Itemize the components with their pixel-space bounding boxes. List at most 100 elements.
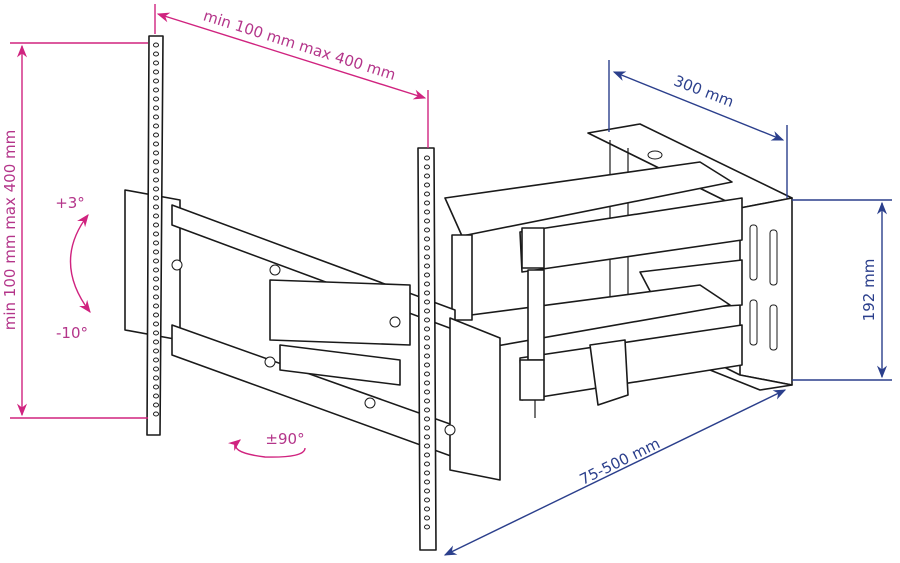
rail-hole	[424, 290, 430, 296]
rail-hole	[424, 182, 430, 188]
rail-hole	[424, 515, 430, 521]
rail-hole	[153, 393, 159, 399]
rail-hole	[153, 411, 159, 417]
rail-hole	[153, 357, 159, 363]
rail-hole	[424, 479, 430, 485]
vesa-width-label: min 100 mm max 400 mm	[201, 6, 398, 83]
rail-hole	[153, 231, 159, 237]
wall-plate-height-label: 192 mm	[860, 259, 878, 322]
rail-hole	[153, 168, 159, 174]
rail-hole	[424, 326, 430, 332]
dimension-wall-plate-height: 192 mm	[792, 199, 892, 381]
dimension-vesa-width: min 100 mm max 400 mm	[154, 4, 429, 148]
rail-hole	[424, 308, 430, 314]
rail-hole	[424, 173, 430, 179]
rail-hole	[424, 398, 430, 404]
rail-hole	[153, 375, 159, 381]
rail-hole	[424, 200, 430, 206]
tilt-up-label: +3°	[55, 194, 85, 212]
rail-hole	[153, 123, 159, 129]
rail-hole	[424, 254, 430, 260]
rail-hole	[424, 227, 430, 233]
rail-hole	[424, 299, 430, 305]
rail-hole	[424, 335, 430, 341]
rail-hole	[153, 159, 159, 165]
rail-hole	[153, 402, 159, 408]
rail-hole	[424, 434, 430, 440]
rail-hole	[424, 524, 430, 530]
rail-hole	[424, 218, 430, 224]
rail-hole	[424, 353, 430, 359]
rail-hole	[424, 470, 430, 476]
swivel-arrow-icon	[227, 439, 306, 458]
dimension-vesa-height: min 100 mm max 400 mm	[1, 42, 148, 419]
rail-hole	[424, 362, 430, 368]
rail-hole	[424, 245, 430, 251]
rail-hole	[153, 87, 159, 93]
rail-hole	[424, 488, 430, 494]
vertical-rail-right	[417, 147, 437, 551]
tilt-indicator: +3° -10°	[55, 194, 91, 342]
extension-label: 75-500 mm	[577, 434, 663, 488]
vesa-height-label: min 100 mm max 400 mm	[1, 130, 19, 331]
vertical-rail-left	[146, 35, 164, 436]
rail-hole	[153, 240, 159, 246]
articulating-arms	[444, 161, 743, 418]
rail-hole	[424, 209, 430, 215]
rail-hole	[153, 303, 159, 309]
rail-hole	[424, 452, 430, 458]
rail-hole	[153, 213, 159, 219]
rail-hole	[153, 348, 159, 354]
rail-hole	[153, 222, 159, 228]
rail-hole	[153, 150, 159, 156]
rail-hole	[424, 506, 430, 512]
tilt-down-label: -10°	[56, 324, 88, 342]
rail-hole	[424, 416, 430, 422]
rail-hole	[153, 321, 159, 327]
wall-plate-width-label: 300 mm	[671, 72, 736, 111]
rail-hole	[153, 285, 159, 291]
tilt-arrow-icon	[69, 213, 91, 314]
rail-hole	[424, 263, 430, 269]
rail-hole	[424, 272, 430, 278]
rail-hole	[424, 371, 430, 377]
rail-hole	[153, 204, 159, 210]
rail-hole	[153, 78, 159, 84]
rail-hole	[153, 267, 159, 273]
rail-hole	[153, 312, 159, 318]
rail-hole	[153, 294, 159, 300]
rail-hole	[153, 330, 159, 336]
rail-hole	[424, 281, 430, 287]
rail-hole	[424, 389, 430, 395]
rail-hole	[153, 96, 159, 102]
rail-hole	[424, 344, 430, 350]
rail-hole	[424, 461, 430, 467]
swivel-indicator: ±90°	[227, 430, 306, 458]
rail-hole	[153, 249, 159, 255]
tv-bracket-frame	[124, 189, 501, 481]
rail-hole	[424, 164, 430, 170]
rail-hole	[153, 195, 159, 201]
rail-hole	[153, 177, 159, 183]
rail-hole	[424, 317, 430, 323]
rail-hole	[424, 380, 430, 386]
rail-hole	[153, 276, 159, 282]
rail-hole	[153, 366, 159, 372]
rail-hole	[153, 141, 159, 147]
rail-hole	[153, 105, 159, 111]
rail-hole	[424, 236, 430, 242]
rail-hole	[153, 132, 159, 138]
rail-hole	[153, 339, 159, 345]
rail-hole	[424, 191, 430, 197]
rail-hole	[424, 497, 430, 503]
rail-hole	[153, 60, 159, 66]
rail-hole	[153, 69, 159, 75]
rail-hole	[153, 114, 159, 120]
rail-hole	[153, 186, 159, 192]
swivel-label: ±90°	[265, 430, 304, 448]
rail-hole	[153, 384, 159, 390]
rail-hole	[424, 425, 430, 431]
rail-hole	[153, 42, 159, 48]
